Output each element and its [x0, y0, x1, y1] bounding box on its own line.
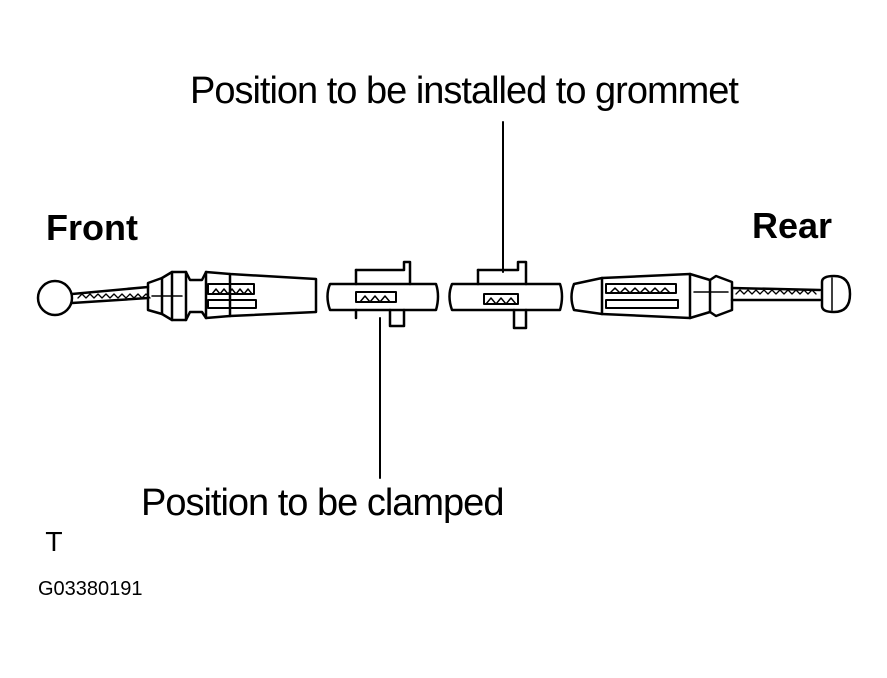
- rear-inner-wire: [730, 286, 822, 302]
- front-cable-end: [36, 279, 74, 317]
- corner-mark: T: [46, 528, 62, 558]
- rear-label: Rear: [752, 205, 833, 246]
- figure-code: G03380191: [38, 578, 143, 600]
- front-fitting: [146, 270, 318, 322]
- rear-fitting: [570, 272, 734, 320]
- clamp-section: [326, 260, 440, 328]
- rear-cable-end: [820, 274, 852, 314]
- grommet-callout-label: Position to be installed to grommet: [190, 70, 739, 112]
- front-inner-wire: [70, 285, 151, 305]
- front-label: Front: [46, 207, 138, 248]
- grommet-section: [448, 260, 564, 330]
- clamp-callout-label: Position to be clamped: [141, 482, 504, 524]
